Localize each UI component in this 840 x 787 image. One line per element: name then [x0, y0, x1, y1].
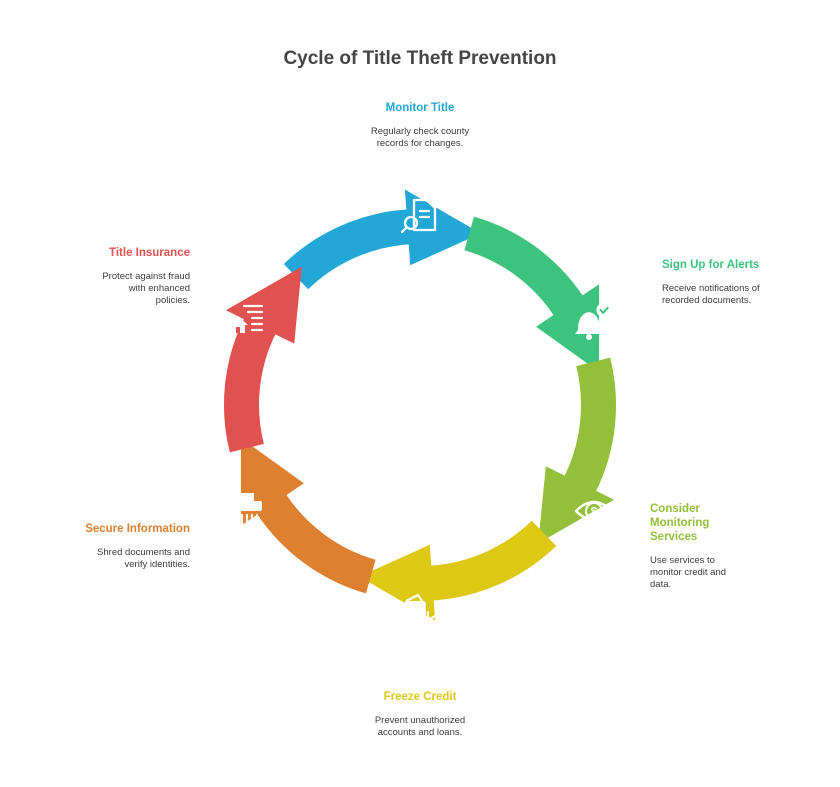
step-title-insurance: Title Insurance Protect against fraud wi… — [20, 246, 190, 307]
step-heading-line: Monitoring — [650, 517, 710, 529]
step-description-line: records for changes. — [376, 138, 464, 149]
step-consider-monitoring: Consider Monitoring Services Use service… — [650, 502, 790, 591]
step-description: Shred documents and verify identities. — [20, 547, 190, 571]
step-description-line: accounts and loans. — [377, 727, 463, 738]
step-description-line: Shred documents and — [97, 547, 190, 558]
step-description: Protect against fraud with enhanced poli… — [20, 271, 190, 307]
step-heading: Consider Monitoring Services — [650, 502, 790, 544]
step-description-line: Use services to — [650, 555, 715, 566]
step-sign-up-alerts: Sign Up for Alerts Receive notifications… — [662, 258, 832, 307]
svg-text:$: $ — [591, 505, 598, 519]
cycle-segment-freeze — [359, 520, 557, 621]
step-heading-line: Services — [650, 531, 698, 543]
step-description-line: policies. — [155, 295, 190, 306]
step-description-line: Prevent unauthorized — [374, 715, 466, 726]
step-description-line: data. — [650, 579, 672, 590]
step-description-line: Protect against fraud — [102, 271, 190, 282]
house-speed-icon — [228, 304, 264, 333]
step-heading: Monitor Title — [385, 102, 455, 114]
cycle-segment-insurance — [223, 266, 302, 453]
cycle-segment-monitor-title — [283, 189, 481, 290]
step-heading: Freeze Credit — [383, 691, 457, 703]
step-description: Use services to monitor credit and data. — [650, 555, 790, 591]
step-description-line: monitor credit and — [650, 567, 727, 578]
step-description-line: Regularly check county — [370, 126, 470, 137]
document-search-icon — [400, 198, 437, 234]
shredder-icon — [230, 493, 262, 527]
step-heading: Title Insurance — [109, 247, 190, 259]
cycle-segment-alerts — [464, 216, 600, 372]
wallet-snowflake-icon — [404, 593, 436, 629]
cycle-segments — [223, 189, 617, 621]
step-description-line: Receive notifications of — [662, 283, 760, 294]
cycle-segment-monitoring — [538, 357, 617, 544]
bell-check-icon — [575, 302, 612, 340]
step-secure-information: Secure Information Shred documents and v… — [20, 522, 190, 571]
cycle-segment-secure — [240, 438, 376, 594]
step-description-line: recorded documents. — [662, 295, 752, 306]
diagram-title: Cycle of Title Theft Prevention — [283, 48, 557, 69]
step-description: Receive notifications of recorded docume… — [662, 283, 832, 307]
step-description-line: verify identities. — [124, 559, 190, 570]
step-heading-line: Consider — [650, 503, 700, 515]
step-description-line: with enhanced — [128, 283, 190, 294]
step-heading: Sign Up for Alerts — [662, 259, 760, 271]
step-monitor-title: Monitor Title Regularly check county rec… — [340, 101, 500, 150]
step-description: Regularly check county records for chang… — [340, 126, 500, 150]
eye-dollar-icon: $ — [574, 500, 614, 522]
step-heading: Secure Information — [85, 523, 190, 535]
step-description: Prevent unauthorized accounts and loans. — [340, 715, 500, 739]
step-freeze-credit: Freeze Credit Prevent unauthorized accou… — [340, 690, 500, 739]
